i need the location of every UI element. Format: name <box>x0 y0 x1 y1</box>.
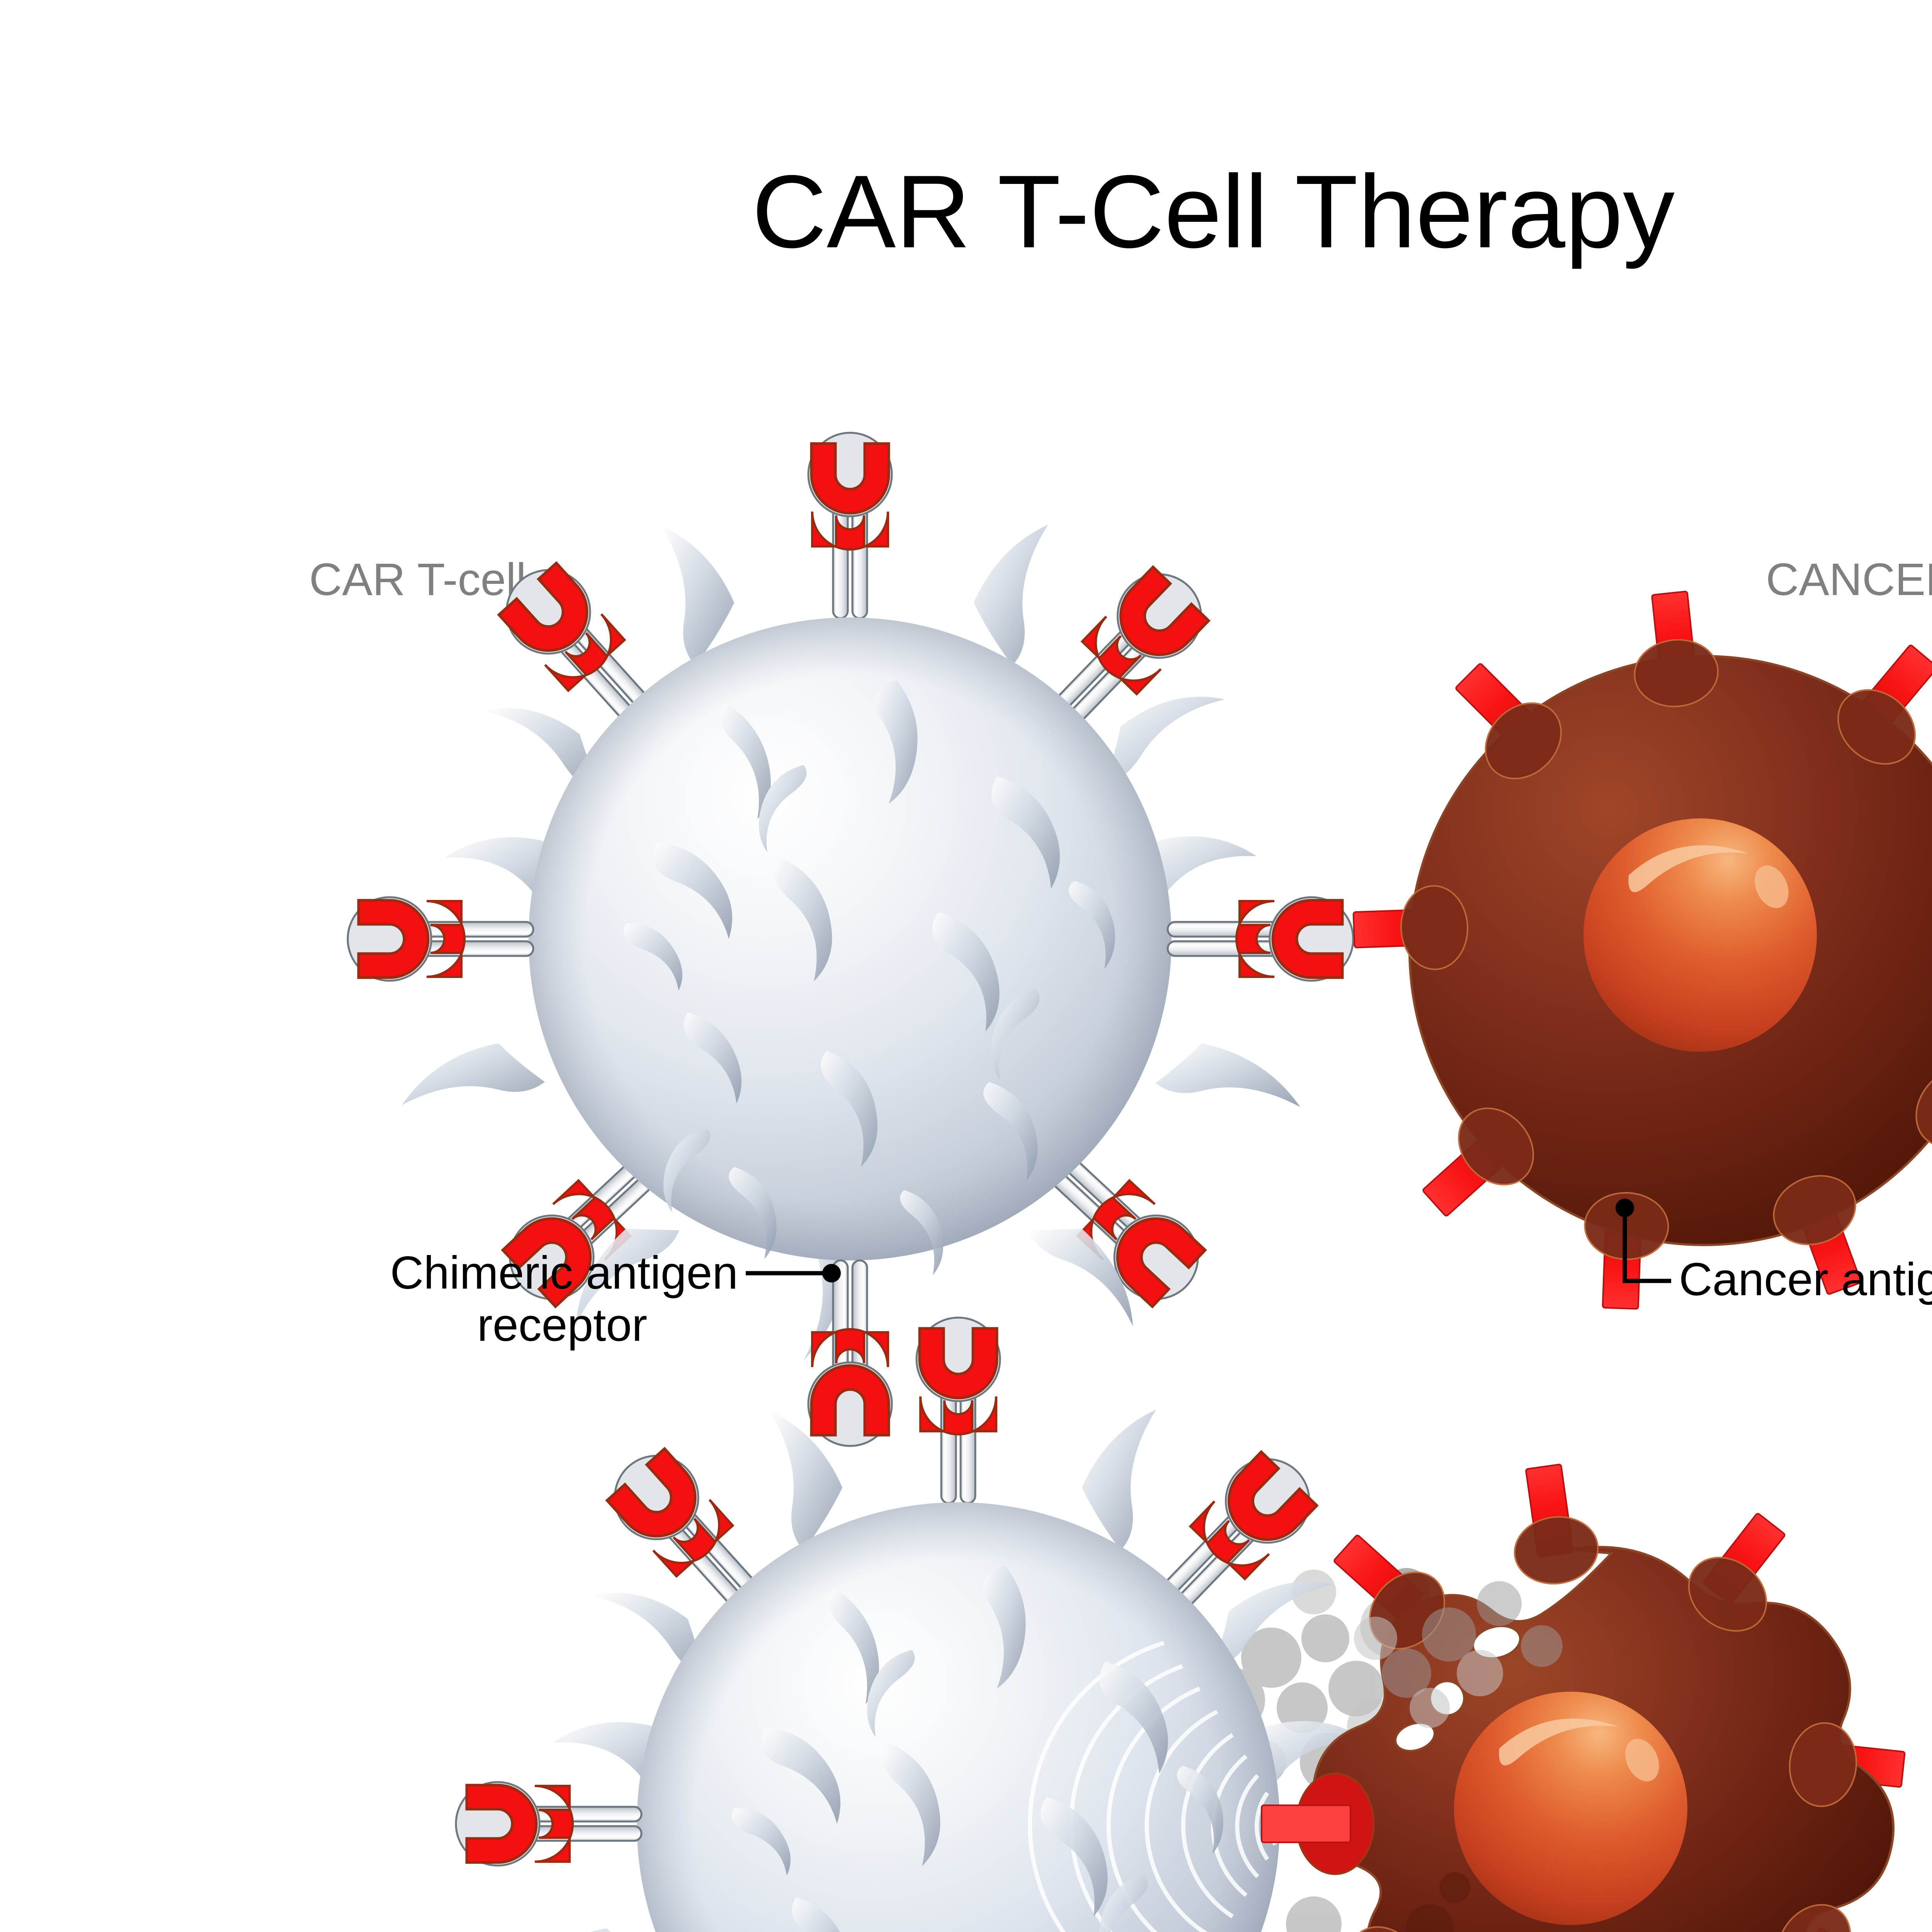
scene-attack-state <box>433 1294 1906 1932</box>
nucleus-highlight-dot <box>1755 865 1789 908</box>
nucleus-highlight-dot <box>1625 1738 1659 1782</box>
cancer-cell-top <box>1354 590 1932 1309</box>
leader-dot <box>1616 1199 1634 1217</box>
leader-dot <box>822 1264 841 1282</box>
tcell-rim-shade <box>637 1502 1280 1932</box>
microvilli-surface <box>624 680 1115 1275</box>
label-chimeric-antigen-line1: Chimeric antigen <box>390 1247 738 1299</box>
nucleus-highlight <box>1628 845 1748 892</box>
tcell-rim-shade <box>529 617 1172 1260</box>
pore <box>1394 1722 1436 1752</box>
car-tcell-top <box>325 410 1376 1469</box>
page-title: CAR T-Cell Therapy <box>752 153 1675 270</box>
header-car-tcell: CAR T-cell <box>309 554 526 605</box>
header-cancer-cell: CANCER CELL <box>1766 554 1932 605</box>
label-cancer-antigen: Cancer antigen <box>1679 1253 1932 1305</box>
cytotoxic-granules-front <box>1354 1581 1563 1728</box>
bound-antigen <box>1261 1772 1375 1875</box>
pore <box>1472 1625 1521 1660</box>
annotation-cancer-antigen: Cancer antigen <box>1616 1199 1932 1305</box>
microvilli-surface-bottom <box>732 1565 1223 1932</box>
label-chimeric-antigen-line2: receptor <box>477 1299 647 1351</box>
leader-line <box>1622 1209 1671 1283</box>
annotation-car-receptor: Chimeric antigen receptor <box>390 1247 841 1351</box>
nucleus-highlight <box>1499 1718 1619 1765</box>
cytoplasm-spots <box>1406 1872 1470 1932</box>
car-tcell-bottom <box>433 1294 1369 1932</box>
scene-resting-state: Chimeric antigen receptor Cancer antigen <box>325 410 1932 1469</box>
